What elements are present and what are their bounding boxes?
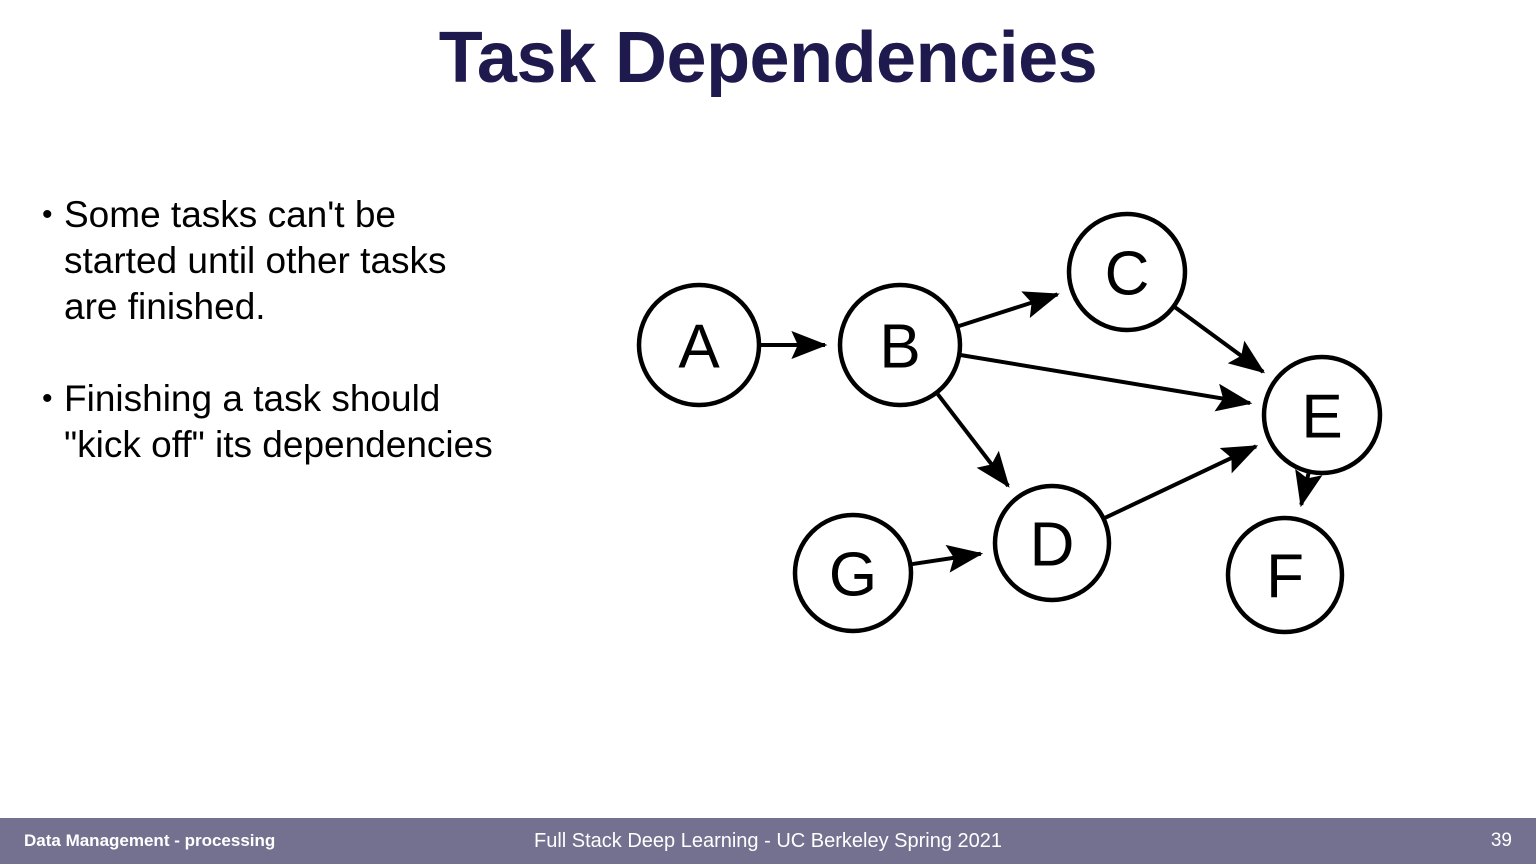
footer-course-label: Full Stack Deep Learning - UC Berkeley S…: [533, 830, 1003, 852]
graph-node-b[interactable]: B: [837, 282, 963, 408]
graph-node-label: B: [879, 313, 920, 382]
bullet-marker-icon: •: [42, 382, 53, 415]
graph-edge-e-to-f: [1295, 468, 1323, 508]
graph-node-circle: [1225, 515, 1345, 635]
graph-node-label: G: [829, 541, 877, 610]
graph-node-circle: [837, 282, 963, 408]
list-item: • Finishing a task should "kick off" its…: [42, 376, 582, 468]
graph-node-label: C: [1105, 240, 1150, 309]
graph-node-circle: [1261, 354, 1383, 476]
graph-node-label: D: [1030, 511, 1075, 580]
graph-edge-d-to-e: [1104, 444, 1259, 520]
page-title: Task Dependencies: [438, 18, 1098, 98]
footer-page-number: 39: [1490, 830, 1512, 851]
graph-edge-layer: [761, 291, 1323, 573]
graph-node-label: A: [678, 313, 720, 382]
graph-edge-c-to-e: [1174, 305, 1266, 374]
bullet-text: Finishing a task should "kick off" its d…: [64, 378, 493, 465]
bullet-marker-icon: •: [42, 198, 53, 231]
graph-node-a[interactable]: A: [636, 282, 762, 408]
graph-node-layer: A B C D E F G: [636, 211, 1383, 635]
graph-node-circle: [636, 282, 762, 408]
graph-node-g[interactable]: G: [792, 512, 914, 634]
graph-edge-b-to-e: [960, 353, 1253, 412]
graph-node-f[interactable]: F: [1225, 515, 1345, 635]
graph-node-label: E: [1301, 383, 1342, 452]
list-item: • Some tasks can't be started until othe…: [42, 192, 582, 330]
bullet-list: • Some tasks can't be started until othe…: [42, 192, 582, 514]
graph-node-c[interactable]: C: [1066, 211, 1188, 333]
slide-footer: Full Stack Deep Learning - UC Berkeley S…: [0, 818, 1536, 864]
graph-svg: A B C D E F G: [636, 211, 1383, 635]
graph-edge-g-to-d: [912, 544, 984, 573]
graph-edge-b-to-d: [936, 392, 1010, 488]
graph-node-d[interactable]: D: [992, 483, 1112, 603]
bullet-text: Some tasks can't be started until other …: [64, 194, 447, 327]
graph-node-circle: [792, 512, 914, 634]
graph-node-circle: [1066, 211, 1188, 333]
graph-node-circle: [992, 483, 1112, 603]
graph-edge-b-to-c: [958, 291, 1060, 328]
footer-section-label: Data Management - processing: [24, 831, 276, 850]
graph-node-e[interactable]: E: [1261, 354, 1383, 476]
graph-node-label: F: [1266, 543, 1304, 612]
task-dependency-graph: A B C D E F G: [600, 180, 1440, 680]
